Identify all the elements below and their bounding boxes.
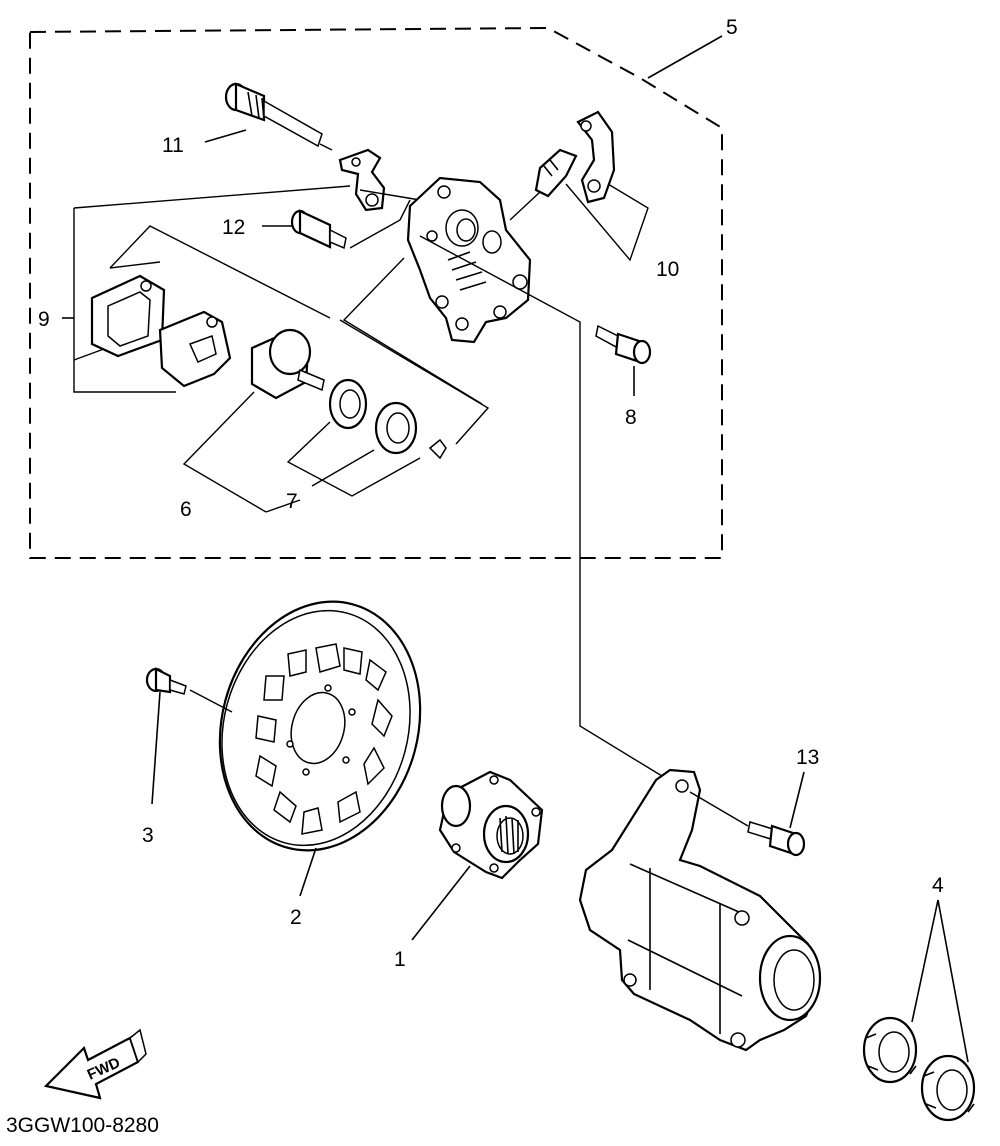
callout-3: 3 <box>142 824 154 847</box>
hose-guide-10[interactable] <box>576 110 616 204</box>
callout-8: 8 <box>625 406 637 429</box>
callout-4: 4 <box>932 874 944 897</box>
bleed-fitting <box>534 148 578 198</box>
fwd-direction-arrow: FWD <box>43 1028 147 1100</box>
brake-pad-outer[interactable] <box>90 274 166 358</box>
piston-seal-7a[interactable] <box>328 378 368 430</box>
bleed-screw-12[interactable] <box>290 209 347 250</box>
callout-13: 13 <box>796 746 819 769</box>
callout-10: 10 <box>656 258 679 281</box>
callout-7: 7 <box>286 490 298 513</box>
disc-bolt-3[interactable] <box>145 667 187 695</box>
callout-11: 11 <box>162 134 184 157</box>
retaining-clip <box>428 438 447 460</box>
dust-seal-7b[interactable] <box>374 401 418 455</box>
callout-9: 9 <box>38 308 50 331</box>
callout-6: 6 <box>180 498 192 521</box>
piston-6[interactable] <box>250 328 325 400</box>
caliper-holder-housing[interactable] <box>578 768 822 1052</box>
lock-nut-4a[interactable] <box>862 1016 918 1084</box>
brake-pad-inner[interactable] <box>158 310 232 388</box>
caliper-body[interactable] <box>406 176 532 344</box>
callout-5: 5 <box>726 16 738 39</box>
caliper-assembly-boundary <box>29 26 723 559</box>
callout-1: 1 <box>394 948 406 971</box>
callout-2: 2 <box>290 906 302 929</box>
pad-clip <box>338 148 386 212</box>
disc-hub-1[interactable] <box>438 770 544 880</box>
lock-nut-4b[interactable] <box>920 1054 976 1122</box>
brake-disc-2[interactable] <box>193 579 448 873</box>
holder-bolt-13[interactable] <box>747 821 806 857</box>
caliper-bolt-8[interactable] <box>595 324 652 365</box>
callout-12: 12 <box>222 216 245 239</box>
diagram-code: 3GGW100-8280 <box>6 1114 159 1137</box>
slide-pin-bolt-11[interactable] <box>224 82 323 148</box>
